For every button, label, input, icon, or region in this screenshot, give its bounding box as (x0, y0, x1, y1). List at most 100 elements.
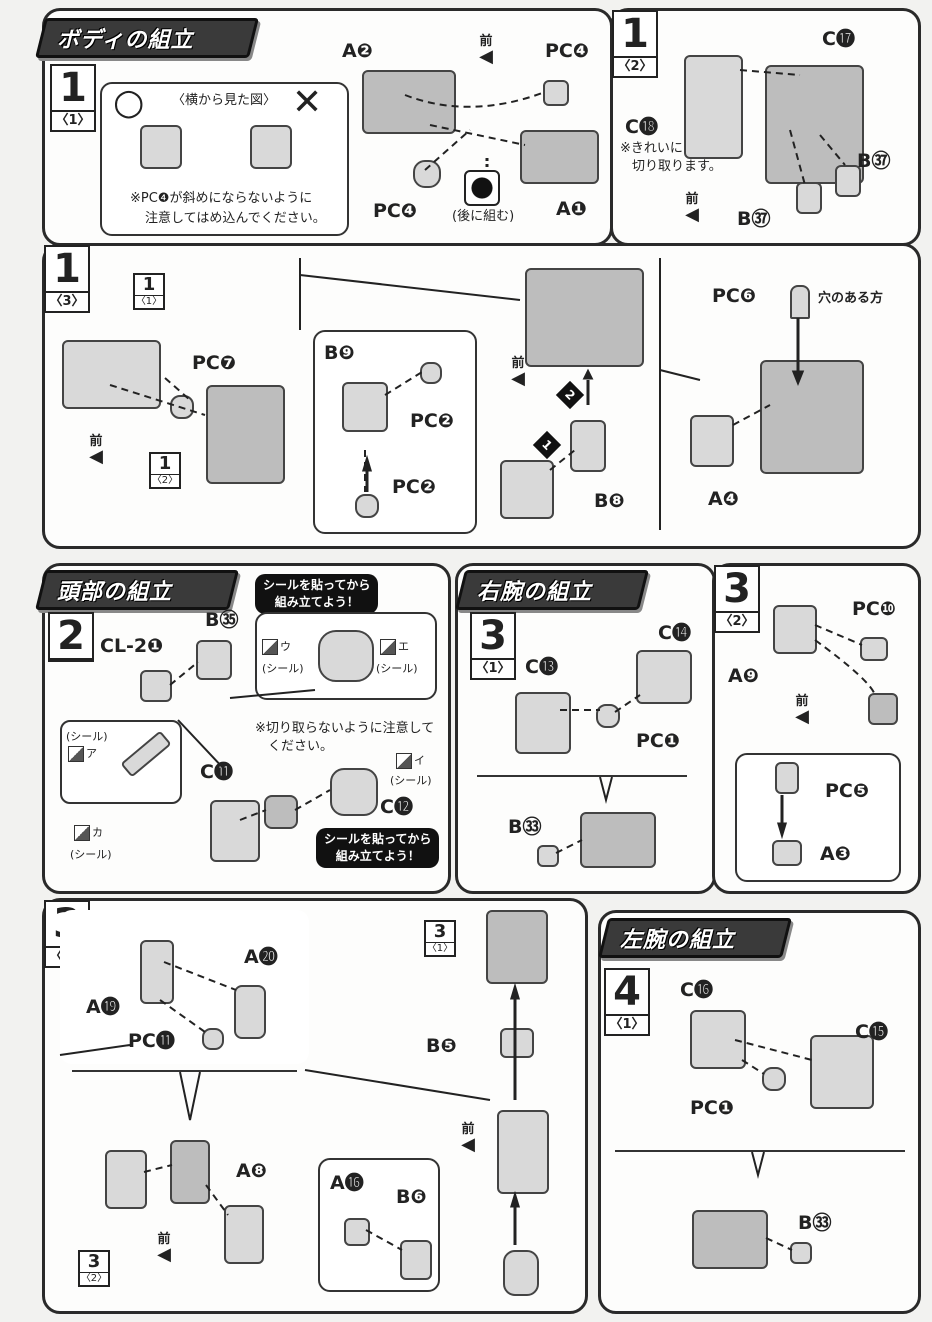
label-pc7: PC❼ (192, 352, 236, 374)
side-view-caption: 〈横から見た図〉 (172, 93, 277, 108)
part-upper-arm-core (170, 1140, 210, 1204)
dont-cut-line1: ※切り取らないように注意して (255, 721, 435, 736)
part-side-view-ng (250, 125, 292, 169)
cut-clean-line2: 切り取ります。 (632, 159, 722, 174)
front-indicator-3: 前◀ (89, 434, 103, 467)
part-b5 (500, 1028, 534, 1058)
part-head-back (264, 795, 298, 829)
part-head-face (318, 630, 374, 682)
label-pc1-right-arm: PC❶ (636, 730, 680, 752)
part-a9 (773, 605, 817, 654)
part-right-forearm (580, 812, 656, 868)
part-forearm-assembly (486, 910, 548, 984)
part-pc11 (202, 1028, 224, 1050)
assemble-later-caption: (後に組む) (452, 209, 515, 224)
part-pc6 (790, 285, 810, 319)
part-b8 (570, 420, 606, 472)
part-pc2-right (420, 362, 442, 384)
section-title-head: 頭部の組立 (35, 570, 239, 610)
part-c11 (210, 800, 260, 862)
part-pc4-bottom (413, 160, 441, 188)
upper-arm-detail-box (60, 910, 309, 1064)
part-pc10 (860, 637, 888, 661)
label-b9: B❾ (324, 342, 355, 364)
part-pc2-bottom (355, 494, 379, 518)
ref-box-1-2: 1〈2〉 (149, 452, 181, 489)
label-b37-right: B㊲ (857, 150, 891, 172)
part-shoulder-ball (503, 1250, 539, 1296)
front-indicator-4: 前◀ (511, 356, 525, 389)
part-b35 (196, 640, 232, 680)
label-a4: A❹ (708, 488, 739, 510)
part-b37-bottom (796, 182, 822, 214)
part-b37-right (835, 165, 861, 197)
sticker-u-caption: (シール) (262, 662, 304, 675)
label-a9: A❾ (728, 665, 759, 687)
step-badge-3-1: 3〈1〉 (470, 612, 516, 680)
part-cl2 (140, 670, 172, 702)
pc5-detail-box (735, 753, 901, 882)
label-pc4-top: PC❹ (545, 40, 589, 62)
label-c15: C⓯ (855, 1021, 888, 1043)
part-c17 (765, 65, 864, 184)
part-b33-left-arm (790, 1242, 812, 1264)
divider-3-3 (72, 1070, 297, 1072)
label-pc2-bottom: PC❷ (392, 476, 436, 498)
part-a19 (140, 940, 174, 1004)
step-badge-1-1: 1〈1〉 (50, 64, 96, 132)
step-badge-4-1: 4〈1〉 (604, 968, 650, 1036)
part-c14 (636, 650, 692, 704)
label-a16: A⓰ (330, 1172, 364, 1194)
label-b37-bottom: B㊲ (737, 208, 771, 230)
part-c16 (690, 1010, 746, 1069)
step-badge-3-2: 3〈2〉 (714, 565, 760, 633)
label-pc1-left-arm: PC❶ (690, 1097, 734, 1119)
part-body-assembled (760, 360, 864, 474)
part-pc7 (170, 395, 194, 419)
part-pc5 (775, 762, 799, 794)
part-body-core (525, 268, 644, 367)
label-b33-left-arm: B㉝ (798, 1212, 832, 1234)
ng-mark: ✕ (292, 82, 323, 123)
part-a4 (690, 415, 734, 467)
ref-box-3-2: 3〈2〉 (78, 1250, 110, 1287)
label-pc4-bottom: PC❹ (373, 200, 417, 222)
part-a20 (234, 985, 266, 1039)
later-part-icon (464, 170, 500, 206)
shoulder-detail-box (313, 330, 477, 534)
part-shoulder-block (500, 460, 554, 519)
front-indicator-5: 前◀ (795, 694, 809, 727)
part-b6 (400, 1240, 432, 1280)
part-a8 (224, 1205, 264, 1264)
step-badge-1-2: 1〈2〉 (612, 10, 658, 78)
section-title-body: ボディの組立 (35, 18, 259, 58)
sticker-ka: カ (74, 824, 103, 841)
part-c12 (330, 768, 378, 816)
dont-cut-line2: ください。 (268, 739, 334, 754)
label-c18: C⓲ (625, 116, 658, 138)
part-upper-arm-assembled (105, 1150, 147, 1209)
label-a19: A⓳ (86, 996, 120, 1018)
label-pc11: PC⓫ (128, 1030, 175, 1052)
front-indicator-2: 前◀ (685, 192, 699, 225)
label-b33-right-arm: B㉝ (508, 816, 542, 838)
sticker-i: イ (396, 752, 425, 769)
part-side-view-ok (140, 125, 182, 169)
pc4-caution-line1: ※PC❹が斜めにならないように (130, 191, 313, 206)
label-c13: C⓭ (525, 656, 558, 678)
ref-box-3-1: 3〈1〉 (424, 920, 456, 957)
label-a2: A❷ (342, 40, 373, 62)
label-c11: C⓫ (200, 761, 233, 783)
sticker-e: エ (380, 638, 409, 655)
label-c14: C⓮ (658, 622, 691, 644)
part-b33-right-arm (537, 845, 559, 867)
label-a3: A❸ (820, 843, 851, 865)
divider-3-1 (477, 775, 687, 777)
ref-box-1-1: 1〈1〉 (133, 273, 165, 310)
label-cl2: CL-2❶ (100, 635, 164, 657)
part-a3 (772, 840, 802, 866)
label-b8: B❽ (594, 490, 625, 512)
part-pc1-right-arm (596, 704, 620, 728)
label-pc2-right: PC❷ (410, 410, 454, 432)
label-pc5: PC❺ (825, 780, 869, 802)
